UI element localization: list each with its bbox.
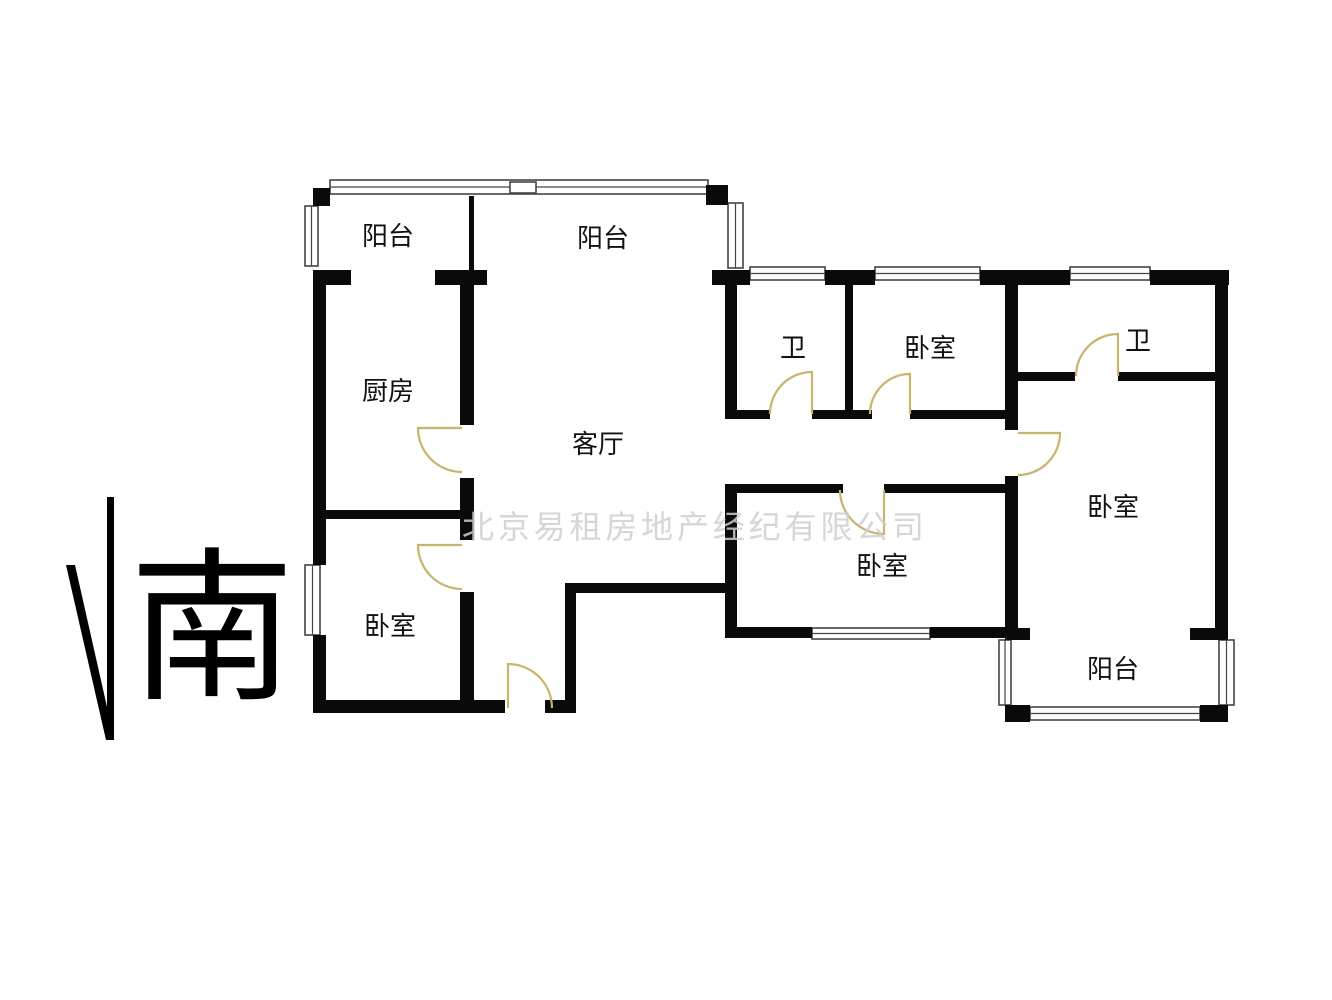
wall-corner-block (1005, 705, 1030, 722)
compass-arrow-wedge (66, 565, 114, 740)
wall-corridor-top (812, 410, 872, 419)
room-label-living-room: 客厅 (572, 430, 624, 460)
room-label-kitchen: 厨房 (362, 377, 414, 407)
wall-corridor-top (910, 410, 1007, 419)
wall-left-outer (313, 270, 326, 565)
watermark-text: 北京易租房地产经纪有限公司 (462, 508, 924, 546)
wall-top-outer (825, 270, 875, 285)
room-label-bath-2: 卫 (1125, 327, 1151, 357)
wall-kitchen-bottom (326, 510, 462, 519)
room-label-bedroom-middle: 卧室 (856, 552, 908, 582)
room-label-bath-1: 卫 (780, 334, 806, 364)
wall-bath-2-bottom (1018, 372, 1075, 381)
wall-right-outer (1215, 270, 1228, 640)
wall-corner-block (313, 188, 330, 206)
room-label-balcony-bottom: 阳台 (1087, 655, 1139, 685)
doors (416, 332, 1120, 709)
wall-top-outer (980, 270, 1070, 285)
wall-balcony-stub (1190, 628, 1228, 640)
wall-bedroom-right-left (1005, 476, 1018, 640)
wall-bedroom-right-left (1005, 270, 1018, 430)
room-labels: 阳台 阳台 卫 卧室 卫 厨房 客厅 卧室 卧室 卧室 阳台 (362, 222, 1151, 685)
room-label-bedroom-right: 卧室 (1087, 493, 1139, 523)
wall-bedroom-middle-left (725, 484, 737, 637)
room-label-balcony-top: 阳台 (577, 224, 629, 254)
wall-bath-1-left (725, 285, 737, 418)
wall-bedroom-living (460, 592, 474, 713)
wall-kitchen-living (460, 478, 474, 540)
wall-left-outer (313, 635, 326, 713)
wall-bedroom-middle-top (725, 484, 843, 493)
wall-balcony-stub (1018, 628, 1030, 640)
compass-arrow-shaft (107, 497, 114, 740)
walls (313, 185, 1229, 722)
door-bedroom-left (416, 543, 463, 591)
room-label-bedroom-left: 卧室 (364, 612, 416, 642)
door-kitchen (416, 426, 463, 474)
wall-corner-block (706, 185, 728, 205)
wall-bedroom-middle-bottom (725, 627, 812, 638)
door-bedroom-right (1017, 431, 1062, 477)
wall-bath-1-right (845, 285, 853, 418)
wall-top-outer (1150, 270, 1229, 285)
door-bedroom-middle (838, 489, 886, 536)
wall-bedroom-middle-top (884, 484, 1007, 493)
wall-balcony-divider (469, 196, 474, 272)
wall-bedroom-middle-bottom (930, 627, 1007, 638)
compass: 南 (66, 497, 295, 740)
wall-corridor-top (725, 410, 770, 419)
door-bath-2 (1074, 332, 1120, 377)
door-bedroom-top (868, 372, 912, 415)
room-label-balcony-left: 阳台 (362, 222, 414, 252)
wall-living-lower-right (565, 583, 737, 593)
wall-bath-2-bottom (1118, 372, 1215, 381)
door-bath-1 (768, 370, 814, 415)
door-entrance (506, 662, 554, 709)
room-label-bedroom-top: 卧室 (904, 334, 956, 364)
compass-direction-label: 南 (130, 533, 295, 725)
wall-kitchen-living (460, 270, 474, 425)
windows (304, 179, 1235, 721)
wall-corner-block (1200, 705, 1228, 722)
wall-living-lower-right (565, 583, 576, 713)
window-top-balcony-mullion (509, 181, 537, 194)
wall-top-outer (712, 270, 750, 285)
wall-bottom-outer (313, 700, 505, 713)
